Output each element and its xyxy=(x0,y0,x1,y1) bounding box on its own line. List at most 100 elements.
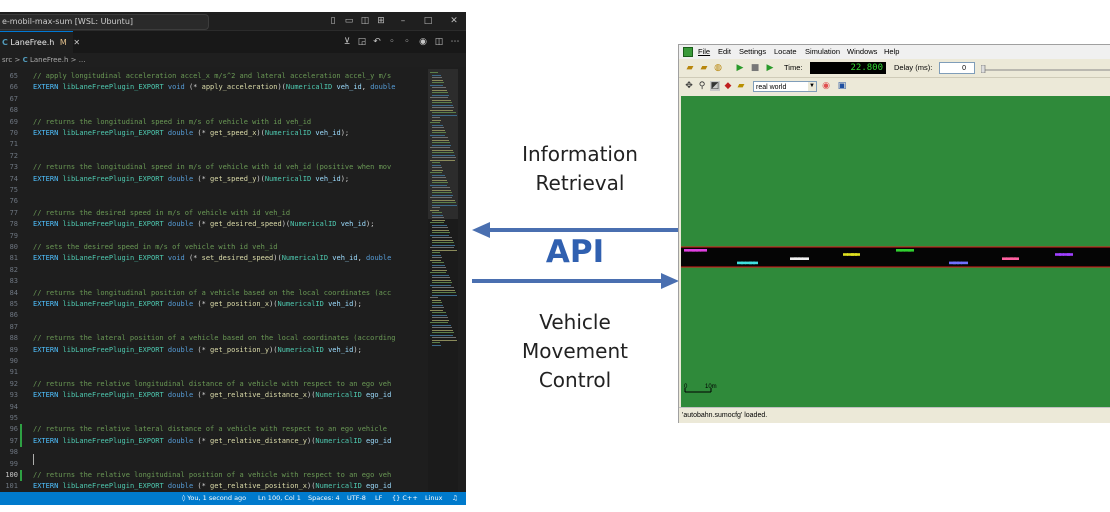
vehicle[interactable] xyxy=(1002,257,1007,260)
toggle-panel-icon[interactable]: ▭ xyxy=(344,16,354,26)
vehicle[interactable] xyxy=(798,257,803,260)
code-line[interactable]: EXTERN libLaneFreePlugin_EXPORT void (* … xyxy=(33,83,396,92)
vehicle[interactable] xyxy=(1063,253,1070,256)
code-line[interactable]: EXTERN libLaneFreePlugin_EXPORT double (… xyxy=(33,300,362,308)
timeline-icon[interactable]: ◉ xyxy=(419,37,427,47)
command-center-search[interactable]: e-mobil-max-sum [WSL: Ubuntu] xyxy=(0,14,209,30)
cursor-position[interactable]: Ln 100, Col 1 xyxy=(258,494,301,502)
code-line[interactable]: EXTERN libLaneFreePlugin_EXPORT double (… xyxy=(33,391,392,400)
locate-vehicle-icon[interactable]: ◆ xyxy=(724,81,732,91)
indentation[interactable]: Spaces: 4 xyxy=(308,494,340,502)
vehicle[interactable] xyxy=(855,253,860,256)
stop-icon[interactable]: ■ xyxy=(750,63,760,73)
menu-file[interactable]: File xyxy=(698,47,711,56)
zoom-icon[interactable]: ⚲ xyxy=(698,81,706,91)
vehicle[interactable] xyxy=(904,249,911,252)
code-line[interactable]: // returns the longitudinal speed in m/s… xyxy=(33,117,312,126)
vehicle[interactable] xyxy=(696,249,701,252)
breadcrumb-src[interactable]: src xyxy=(2,56,13,64)
minimize-icon[interactable]: – xyxy=(400,16,406,26)
color-scheme-select[interactable]: real world ▼ xyxy=(753,81,817,92)
open-network-icon[interactable]: ▰ xyxy=(700,63,708,73)
select-mode-icon[interactable]: ◩ xyxy=(710,81,720,91)
vehicle[interactable] xyxy=(745,261,752,265)
more-actions-icon[interactable]: ⋯ xyxy=(450,37,460,47)
code-line[interactable]: // returns the desired speed in m/s of v… xyxy=(33,208,291,217)
vehicle[interactable] xyxy=(737,261,743,265)
close-icon[interactable]: ✕ xyxy=(450,16,458,26)
vehicle[interactable] xyxy=(1055,253,1061,256)
vehicle[interactable] xyxy=(684,249,689,252)
recenter-icon[interactable]: ✥ xyxy=(685,81,693,91)
code-line[interactable]: EXTERN libLaneFreePlugin_EXPORT double (… xyxy=(33,220,375,229)
code-line[interactable]: // returns the longitudinal speed in m/s… xyxy=(33,163,392,172)
code-line[interactable]: EXTERN libLaneFreePlugin_EXPORT double (… xyxy=(33,482,392,491)
vehicle[interactable] xyxy=(896,249,902,252)
vertical-scrollbar[interactable] xyxy=(459,69,466,492)
menu-locate[interactable]: Locate xyxy=(774,47,797,56)
code-line[interactable]: // returns the relative longitudinal dis… xyxy=(33,379,392,388)
previous-change-icon[interactable]: ◦ xyxy=(389,37,395,47)
play-icon[interactable]: ▶ xyxy=(736,63,744,73)
tab-close-icon[interactable]: ✕ xyxy=(73,38,81,47)
compare-icon[interactable]: ⊻ xyxy=(343,37,351,47)
code-line[interactable]: // returns the relative lateral distance… xyxy=(33,425,388,434)
split-editor-icon[interactable]: ◫ xyxy=(434,37,444,47)
vehicle[interactable] xyxy=(949,261,956,265)
revert-icon[interactable]: ↶ xyxy=(373,37,381,47)
vehicle[interactable] xyxy=(741,261,746,265)
code-line[interactable]: // sets the desired speed in m/s of vehi… xyxy=(33,243,278,251)
vehicle[interactable] xyxy=(692,249,698,252)
code-line[interactable]: EXTERN libLaneFreePlugin_EXPORT double (… xyxy=(33,345,362,354)
vehicle[interactable] xyxy=(794,257,800,260)
breadcrumb-file[interactable]: LaneFree.h xyxy=(29,56,69,64)
delay-slider[interactable] xyxy=(981,65,1110,73)
code-line[interactable]: EXTERN libLaneFreePlugin_EXPORT void (* … xyxy=(33,254,392,263)
vehicle[interactable] xyxy=(753,261,758,265)
menu-help[interactable]: Help xyxy=(884,47,900,56)
toggle-secondary-sidebar-icon[interactable]: ◫ xyxy=(360,16,370,26)
vehicle[interactable] xyxy=(749,261,755,265)
code-line[interactable]: // returns the lateral position of a veh… xyxy=(33,334,396,343)
code-line[interactable]: // returns the longitudinal position of … xyxy=(33,288,392,297)
vehicle[interactable] xyxy=(843,253,848,256)
vehicle[interactable] xyxy=(953,261,959,265)
vehicle[interactable] xyxy=(700,249,707,252)
color-wheel-icon[interactable]: ◉ xyxy=(822,81,830,91)
tab-lanefree-h[interactable]: C LaneFree.h M ✕ xyxy=(0,31,80,54)
step-icon[interactable]: ▶ xyxy=(766,63,774,73)
end-of-line[interactable]: LF xyxy=(375,494,383,502)
vehicle[interactable] xyxy=(1059,253,1064,256)
reload-icon[interactable]: ◍ xyxy=(714,63,722,73)
next-change-icon[interactable]: ◦ xyxy=(404,37,410,47)
vehicle[interactable] xyxy=(790,257,797,260)
maximize-icon[interactable]: □ xyxy=(423,16,433,26)
vehicle[interactable] xyxy=(1010,257,1016,260)
code-line[interactable]: EXTERN libLaneFreePlugin_EXPORT double (… xyxy=(33,129,350,137)
vehicle[interactable] xyxy=(802,257,809,260)
vehicle[interactable] xyxy=(961,261,968,265)
code-area[interactable]: // apply longitudinal acceleration accel… xyxy=(33,69,427,492)
notifications-bell-icon[interactable]: ♫ xyxy=(452,494,458,502)
git-blame-status[interactable]: ◊ You, 1 second ago xyxy=(182,494,247,502)
locate-poi-icon[interactable]: ▰ xyxy=(737,81,745,91)
menu-windows[interactable]: Windows xyxy=(847,47,878,56)
screenshot-icon[interactable]: ▣ xyxy=(837,81,847,91)
vehicle[interactable] xyxy=(688,249,695,252)
code-line[interactable]: // apply longitudinal acceleration accel… xyxy=(33,72,392,80)
vehicle[interactable] xyxy=(1014,257,1019,260)
menu-edit[interactable]: Edit xyxy=(718,47,731,56)
customize-layout-icon[interactable]: ⊞ xyxy=(377,16,385,26)
toggle-sidebar-icon[interactable]: ▯ xyxy=(330,16,336,26)
code-line[interactable]: EXTERN libLaneFreePlugin_EXPORT double (… xyxy=(33,174,350,183)
breadcrumb-symbol[interactable]: ... xyxy=(78,56,86,64)
code-line[interactable]: // returns the relative longitudinal pos… xyxy=(33,471,392,479)
vehicle[interactable] xyxy=(851,253,857,256)
minimap[interactable] xyxy=(428,69,458,492)
os-indicator[interactable]: Linux xyxy=(425,494,443,502)
vehicle[interactable] xyxy=(1067,253,1073,256)
language-mode[interactable]: {} C++ xyxy=(392,494,418,502)
open-folder-icon[interactable]: ▰ xyxy=(686,63,694,73)
menu-simulation[interactable]: Simulation xyxy=(805,47,841,56)
vehicle[interactable] xyxy=(1006,257,1013,260)
